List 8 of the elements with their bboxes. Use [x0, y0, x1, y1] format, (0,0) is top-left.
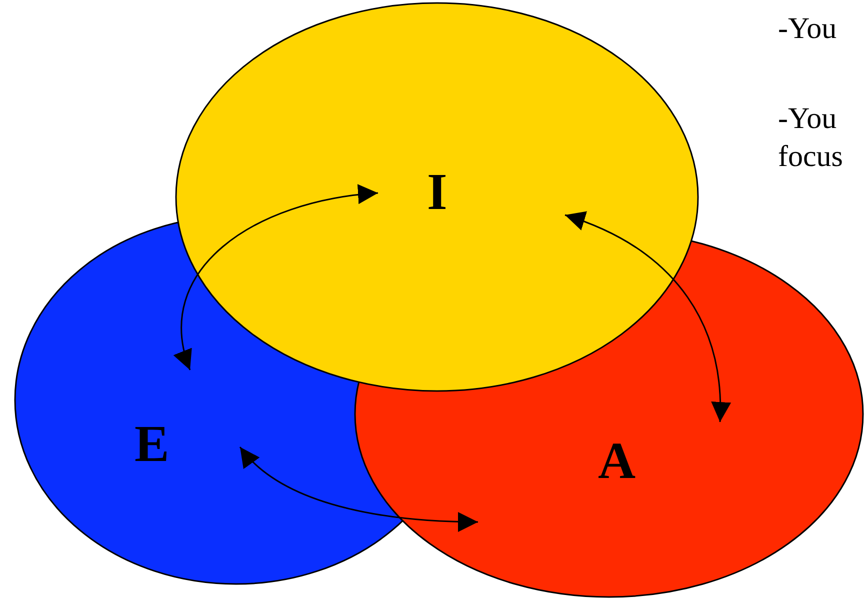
note-text: -You [778, 11, 838, 47]
double-arrow [174, 185, 378, 370]
circle-letter: I [427, 167, 448, 219]
circle-letter: A [598, 436, 636, 488]
double-arrow [239, 446, 478, 532]
circle-letter: E [134, 419, 170, 471]
double-arrow [564, 212, 730, 422]
note-text: -You focus [778, 101, 844, 175]
